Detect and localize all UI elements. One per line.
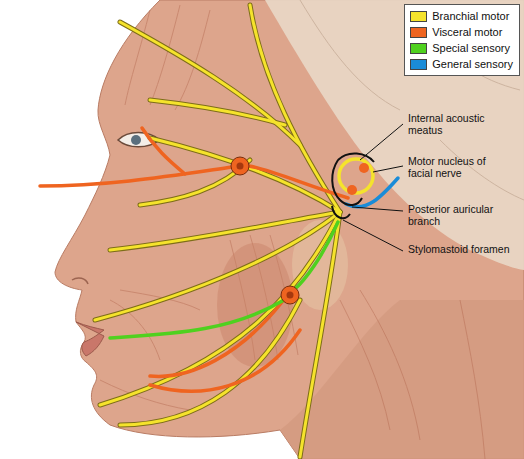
nostril: [72, 278, 88, 284]
callout-label: Posterior auricular branch: [408, 203, 512, 227]
legend-entry: General sensory: [410, 56, 513, 72]
special-sensory-nerves: [110, 222, 338, 338]
callout-label: Internal acoustic meatus: [408, 112, 512, 136]
parotid-gland: [292, 220, 348, 310]
internal-acoustic-meatus: [332, 153, 374, 205]
callout-label: Stylomastoid foramen: [408, 243, 512, 255]
legend-swatch: [410, 27, 427, 38]
legend-swatch: [410, 43, 427, 54]
stylomastoid-foramen: [332, 206, 350, 218]
iris: [131, 135, 141, 145]
submandibular-ganglion: [281, 286, 299, 304]
legend-swatch: [410, 11, 427, 22]
legend-swatch: [410, 59, 427, 70]
salivatory-nucleus: [359, 163, 369, 173]
visceral-motor-nerves: [40, 128, 348, 391]
legend-text: Special sensory: [432, 41, 510, 55]
pterygopalatine-ganglion-core: [237, 163, 244, 170]
lips: [76, 322, 104, 356]
lacrimal-nucleus: [347, 185, 357, 195]
callout-label: Motor nucleus of facial nerve: [408, 155, 512, 179]
neck: [280, 300, 524, 459]
legend-text: General sensory: [432, 57, 513, 71]
branchial-motor-nerves: [95, 5, 340, 457]
legend-text: Visceral motor: [432, 25, 502, 39]
legend-entry: Special sensory: [410, 40, 513, 56]
leader-lines: [343, 124, 403, 251]
legend-box: Branchial motorVisceral motorSpecial sen…: [404, 4, 520, 76]
legend-entry: Branchial motor: [410, 8, 513, 24]
legend-entry: Visceral motor: [410, 24, 513, 40]
legend-text: Branchial motor: [432, 9, 509, 23]
submandibular-ganglion-core: [287, 292, 294, 299]
pterygopalatine-ganglion: [231, 157, 249, 175]
head-profile: [55, 0, 524, 459]
